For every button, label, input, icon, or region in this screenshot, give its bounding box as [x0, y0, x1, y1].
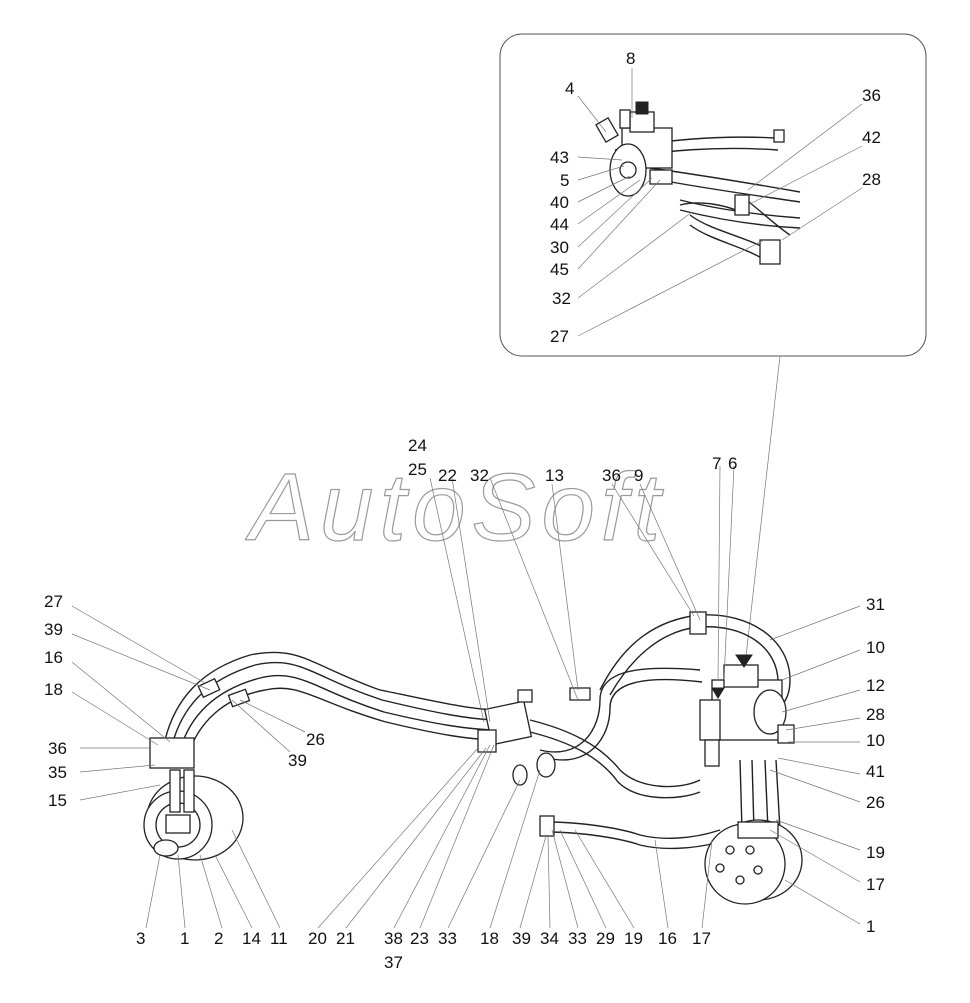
callout-36: 36	[48, 739, 67, 758]
callout-20: 20	[308, 929, 327, 948]
leader-lines	[71, 68, 863, 929]
callout-36: 36	[862, 86, 881, 105]
callout-34: 34	[540, 929, 559, 948]
callout-28: 28	[866, 705, 885, 724]
callout-15: 15	[48, 791, 67, 810]
callout-27: 27	[550, 327, 569, 346]
main-hose-assembly	[143, 611, 803, 905]
callout-22: 22	[438, 466, 457, 485]
callout-10: 10	[866, 731, 885, 750]
callout-10: 10	[866, 638, 885, 657]
callout-39: 39	[512, 929, 531, 948]
callout-3: 3	[136, 929, 145, 948]
callout-44: 44	[550, 215, 569, 234]
callout-35: 35	[48, 763, 67, 782]
callout-12: 12	[866, 676, 885, 695]
callout-26: 26	[306, 730, 325, 749]
callout-39: 39	[44, 620, 63, 639]
callout-28: 28	[862, 170, 881, 189]
callout-26: 26	[866, 793, 885, 812]
callout-5: 5	[560, 171, 569, 190]
callout-4: 4	[565, 79, 574, 98]
callout-16: 16	[44, 648, 63, 667]
callout-30: 30	[550, 238, 569, 257]
callout-18: 18	[44, 680, 63, 699]
callout-27: 27	[44, 592, 63, 611]
callout-19: 19	[624, 929, 643, 948]
callout-2: 2	[214, 929, 223, 948]
callout-31: 31	[866, 595, 885, 614]
callout-6: 6	[728, 454, 737, 473]
callout-8: 8	[626, 49, 635, 68]
callout-37: 37	[384, 953, 403, 972]
callout-17: 17	[692, 929, 711, 948]
watermark-text: AutoSoft	[245, 454, 666, 561]
callout-19: 19	[866, 843, 885, 862]
callout-18: 18	[480, 929, 499, 948]
callout-14: 14	[242, 929, 261, 948]
callout-1: 1	[180, 929, 189, 948]
callout-45: 45	[550, 260, 569, 279]
callout-42: 42	[862, 128, 881, 147]
callout-7: 7	[712, 454, 721, 473]
callout-40: 40	[550, 193, 569, 212]
callout-39: 39	[288, 751, 307, 770]
callout-labels: 8 4 36 42 43 5 28 40 44 30 45 32 27 24 2…	[44, 49, 885, 972]
callout-17: 17	[866, 875, 885, 894]
callout-23: 23	[410, 929, 429, 948]
callout-43: 43	[550, 148, 569, 167]
callout-21: 21	[336, 929, 355, 948]
callout-29: 29	[596, 929, 615, 948]
callout-24: 24	[408, 436, 427, 455]
callout-32: 32	[552, 289, 571, 308]
callout-32: 32	[470, 466, 489, 485]
callout-16: 16	[658, 929, 677, 948]
callout-33: 33	[568, 929, 587, 948]
inset-reference-line	[744, 355, 781, 666]
callout-11: 11	[270, 929, 288, 948]
callout-38: 38	[384, 929, 403, 948]
callout-1: 1	[866, 917, 875, 936]
callout-13: 13	[545, 466, 564, 485]
callout-41: 41	[866, 762, 885, 781]
callout-33: 33	[438, 929, 457, 948]
detail-inset-frame	[499, 33, 927, 357]
callout-9: 9	[634, 466, 643, 485]
callout-36: 36	[602, 466, 621, 485]
callout-25: 25	[408, 460, 427, 479]
inset-valve-assembly	[595, 101, 801, 265]
